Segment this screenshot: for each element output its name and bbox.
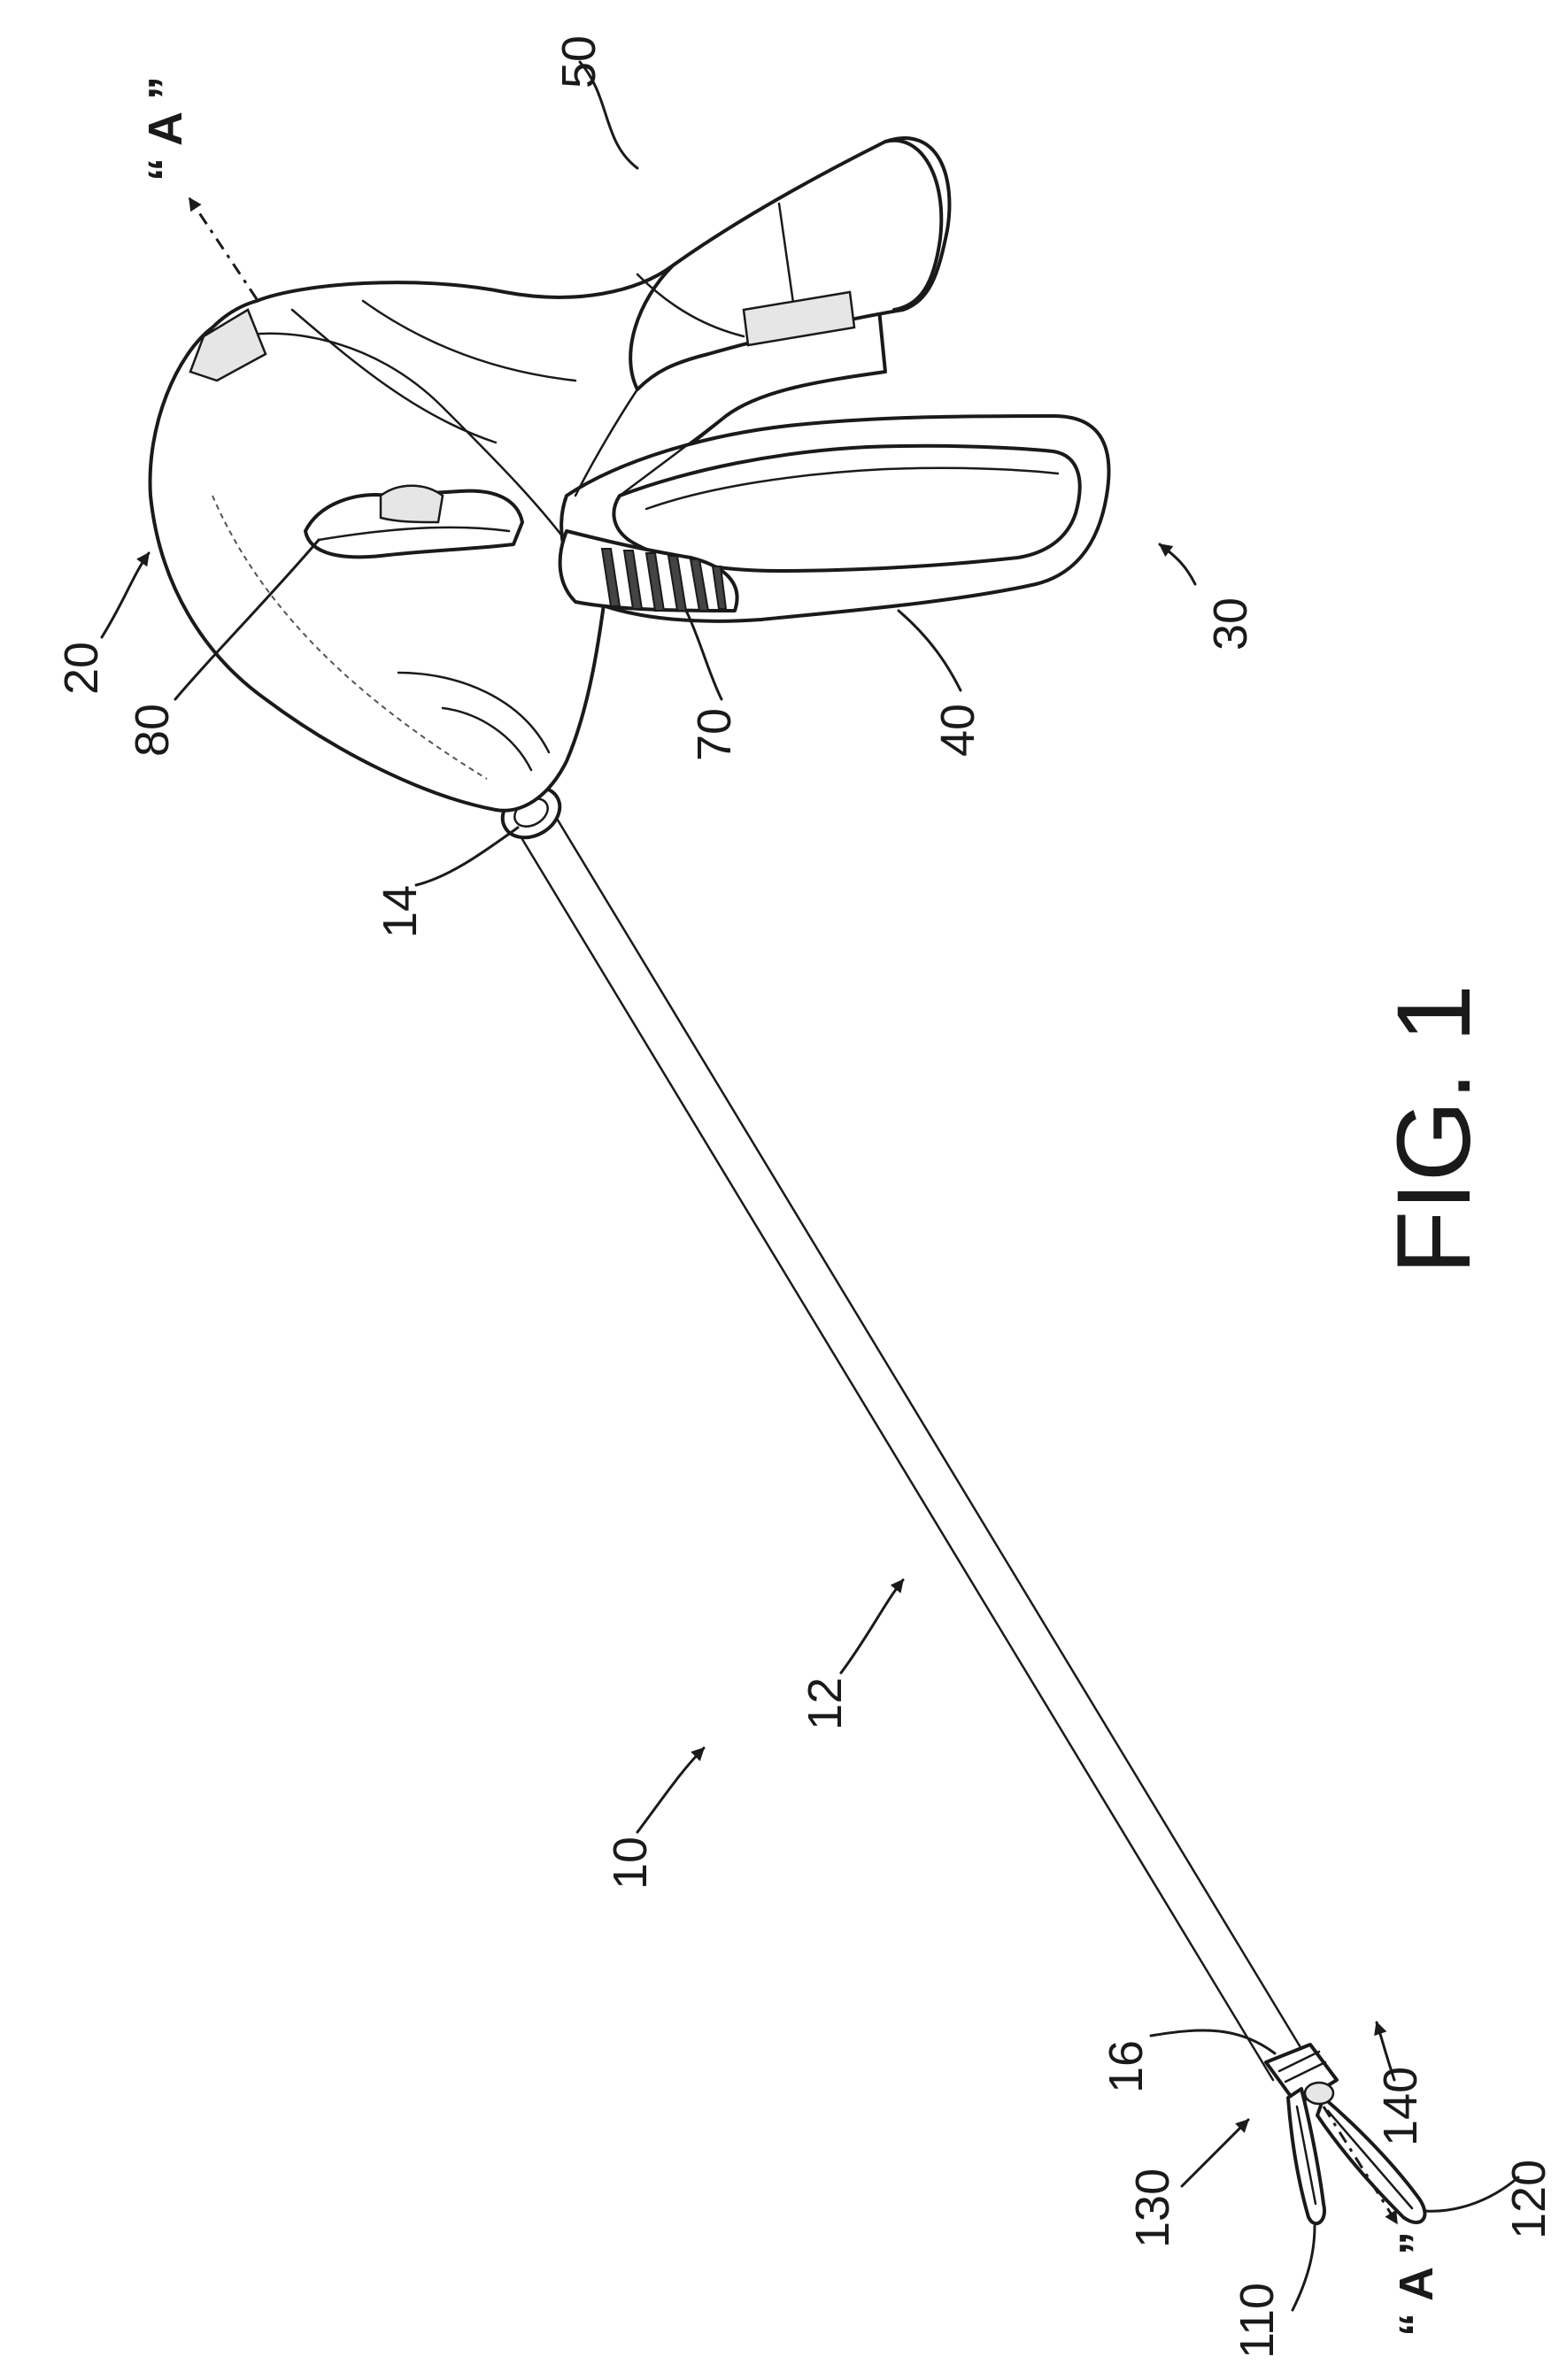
leader-130 <box>1182 2120 1248 2186</box>
leader-16 <box>1151 2030 1275 2053</box>
ref-10: 10 <box>604 1837 657 1890</box>
leader-10 <box>637 1748 704 1832</box>
ref-120: 120 <box>1502 2160 1555 2239</box>
section-label-top: “ A ” <box>139 76 192 181</box>
ref-80: 80 <box>126 704 179 757</box>
leader-20 <box>102 553 149 637</box>
leader-110 <box>1293 2226 1315 2310</box>
leader-14 <box>416 828 518 885</box>
ref-30: 30 <box>1204 597 1257 651</box>
ref-70: 70 <box>688 708 741 761</box>
ref-110: 110 <box>1231 2283 1284 2359</box>
leader-40 <box>899 611 961 690</box>
ref-50: 50 <box>552 35 606 89</box>
figure-title: FIG. 1 <box>1376 984 1493 1275</box>
section-line-top <box>189 198 257 299</box>
ref-16: 16 <box>1100 2040 1153 2093</box>
section-label-bottom: “ A ” <box>1390 2231 1443 2337</box>
ref-140: 140 <box>1374 2067 1427 2146</box>
ref-14: 14 <box>374 885 427 938</box>
ref-20: 20 <box>55 642 108 695</box>
leader-30 <box>1160 544 1195 584</box>
leader-70 <box>686 611 722 699</box>
ref-40: 40 <box>931 704 984 757</box>
leader-12 <box>841 1580 903 1673</box>
ref-130: 130 <box>1126 2168 1179 2248</box>
ref-12: 12 <box>799 1677 852 1730</box>
